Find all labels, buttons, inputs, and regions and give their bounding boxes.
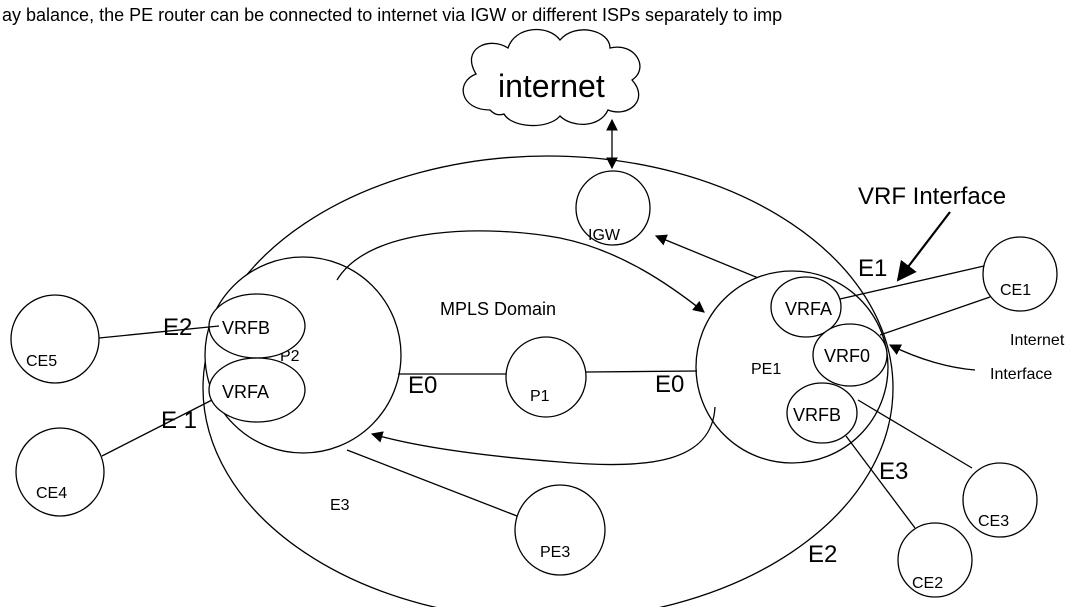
pe1-vrfa (770, 276, 842, 338)
p1-node (505, 336, 587, 418)
p2-e2-label: E2 (163, 314, 192, 341)
lsp-p2-to-pe1 (336, 230, 705, 313)
internet-cloud (462, 28, 641, 127)
ce5-node (10, 294, 100, 384)
ce1-node (982, 236, 1058, 312)
ce2-node (897, 522, 973, 598)
p2-vrfa (208, 357, 306, 423)
pe1-igw-link (654, 234, 769, 283)
pe1-e3-label: E3 (879, 458, 908, 485)
pe1-e0-label: E0 (655, 371, 684, 398)
p1-label: P1 (530, 388, 550, 405)
internet-interface-callout-line1: Internet (1010, 332, 1065, 349)
pe1-e2-label: E2 (808, 541, 837, 568)
ce2-pe1-link (845, 435, 916, 529)
igw-label: IGW (588, 227, 621, 244)
lsp-pe1-to-p2 (370, 406, 716, 466)
pe1-e1-label: E1 (858, 255, 887, 282)
pe3-node (514, 484, 606, 576)
internet-label: internet (498, 68, 605, 104)
pe1-vrfa-label: VRFA (785, 299, 832, 319)
header-text: ay balance, the PE router can be connect… (2, 5, 782, 25)
ce1-pe1-vrf0-link (879, 296, 991, 336)
ce3-node (962, 462, 1038, 538)
p2-e1-label: E 1 (161, 407, 197, 434)
ce3-pe1-link (857, 399, 973, 469)
internet-interface-arrow (888, 344, 976, 371)
ce2-label: CE2 (912, 575, 943, 592)
pe1-vrf0 (812, 323, 888, 387)
pe1-vrfb-label: VRFB (793, 405, 841, 425)
ce4-p2-link (101, 399, 213, 457)
ce3-label: CE3 (978, 513, 1009, 530)
p2-vrfa-label: VRFA (222, 382, 269, 402)
p2-vrfb-label: VRFB (222, 318, 270, 338)
ce4-label: CE4 (36, 485, 67, 502)
p2-e3-label: E3 (330, 497, 350, 514)
pe1-vrfb (786, 382, 858, 444)
internet-interface-callout-line2: Interface (990, 366, 1052, 383)
ce1-pe1-vrfa-link (839, 265, 985, 300)
igw-node (575, 170, 651, 246)
p2-e0-label: E0 (408, 372, 437, 399)
ce4-node (15, 427, 105, 517)
p1-pe1-link (585, 370, 698, 373)
pe3-label: PE3 (540, 544, 570, 561)
ce1-label: CE1 (1000, 282, 1031, 299)
ce5-label: CE5 (26, 353, 57, 370)
ce5-p2-link (98, 325, 220, 339)
pe1-vrf0-label: VRF0 (824, 346, 870, 366)
vrf-interface-callout: VRF Interface (858, 183, 1006, 210)
p2-pe3-link (346, 449, 518, 517)
vrf-interface-arrow (896, 211, 951, 282)
pe1-label: PE1 (751, 361, 781, 378)
mpls-domain-label: MPLS Domain (440, 299, 556, 319)
